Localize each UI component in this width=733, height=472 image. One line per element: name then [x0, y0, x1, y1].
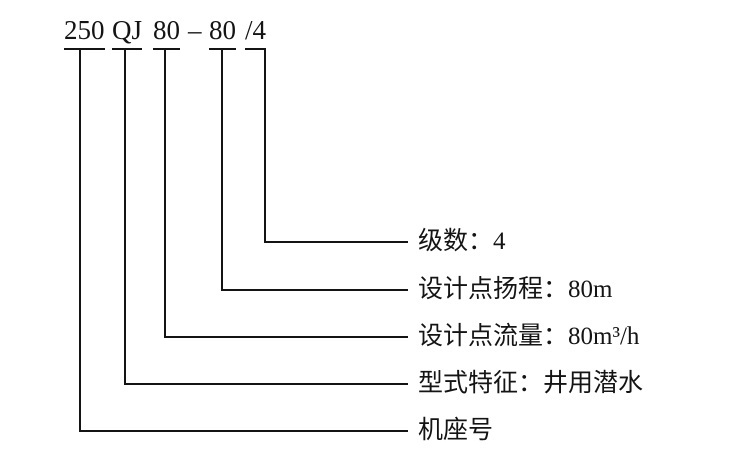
callout-flow-label: 设计点流量：80m³/h: [418, 323, 640, 350]
connector-flow-vertical-line: [164, 48, 166, 338]
callout-frame-label: 机座号: [418, 417, 494, 444]
callout-head-label: 设计点扬程：80m: [418, 276, 613, 303]
callout-stages-label: 级数：4: [418, 228, 506, 255]
connector-frame-vertical-line: [79, 48, 81, 432]
connector-stages-vertical-line: [264, 48, 266, 243]
model-separator-dash: –: [188, 15, 202, 45]
callout-type-label: 型式特征：井用潜水: [418, 370, 644, 397]
connector-type-horizontal-line: [124, 383, 408, 385]
model-stage-group-segment: /4: [245, 15, 267, 50]
connector-stages-horizontal-line: [264, 241, 408, 243]
connector-head-vertical-line: [221, 48, 223, 291]
connector-flow-horizontal-line: [164, 336, 408, 338]
model-head-value-segment: 80: [209, 15, 236, 50]
connector-type-vertical-line: [124, 48, 126, 385]
connector-head-horizontal-line: [221, 289, 408, 291]
model-flow-value-segment: 80: [153, 15, 180, 50]
connector-frame-horizontal-line: [79, 430, 408, 432]
model-type-code-segment: QJ: [112, 15, 143, 50]
model-frame-size-segment: 250: [64, 15, 105, 50]
